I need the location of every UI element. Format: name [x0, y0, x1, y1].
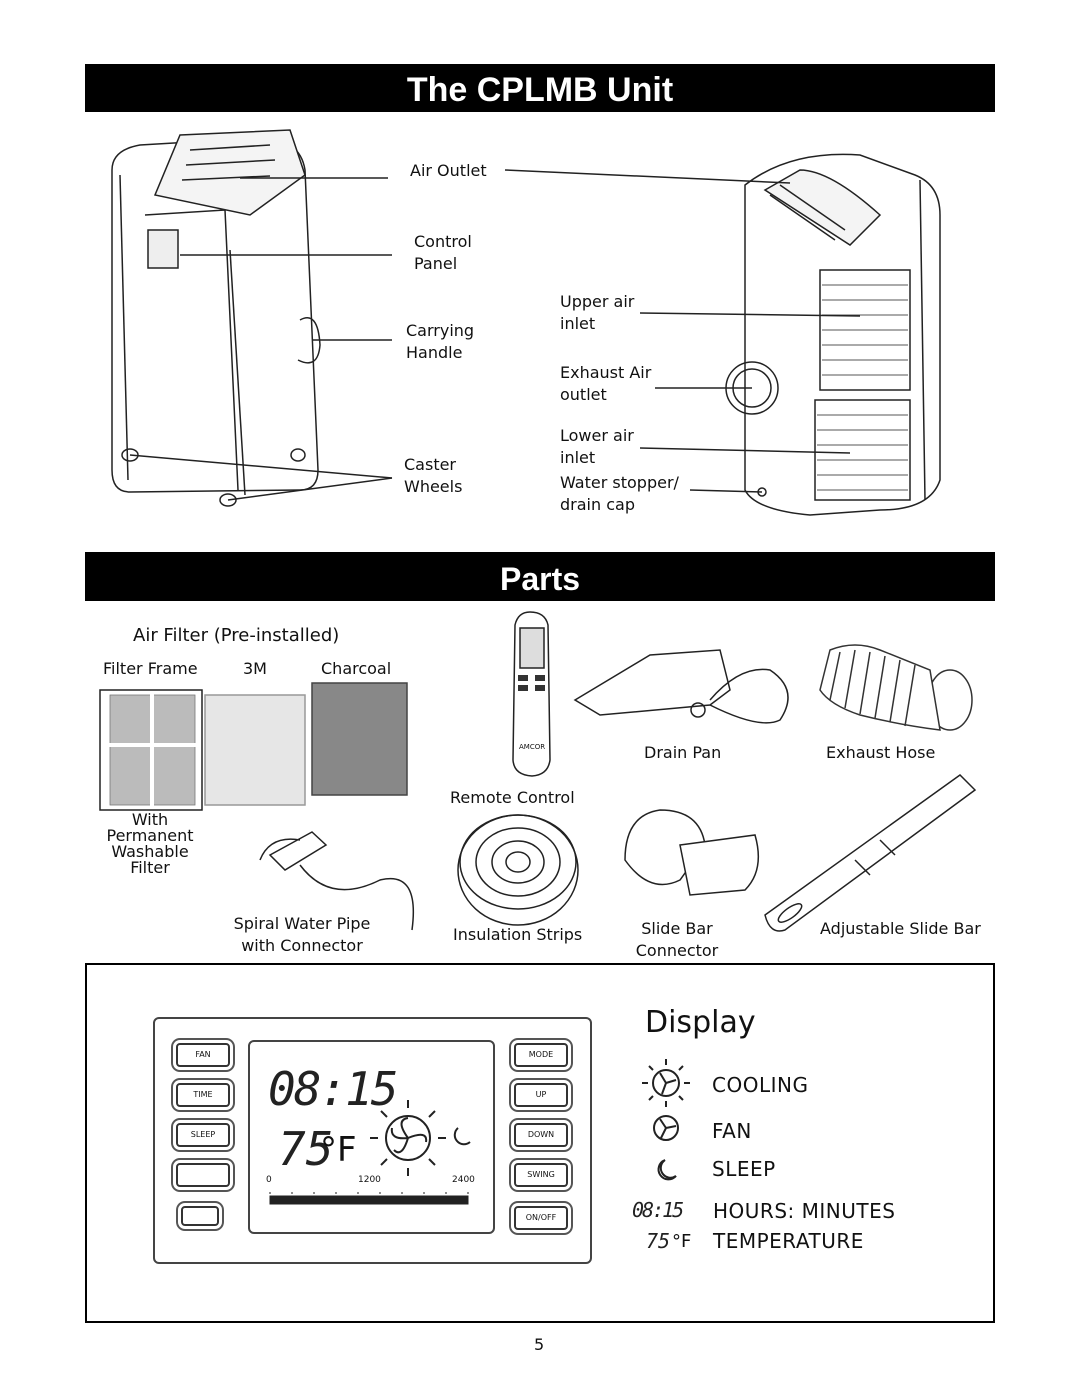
label-drain-pan: Drain Pan [644, 743, 722, 762]
fan-button[interactable]: FAN [176, 1043, 230, 1067]
mode-button[interactable]: MODE [514, 1043, 568, 1067]
label-filter-frame: Filter Frame [103, 659, 198, 678]
legend-temperature: TEMPERATURE [713, 1229, 864, 1253]
lcd-scale-0: 0 [266, 1175, 272, 1185]
lcd-scale-1200: 1200 [358, 1175, 381, 1185]
down-button[interactable]: DOWN [514, 1123, 568, 1147]
page-number: 5 [534, 1335, 545, 1354]
legend-time-sample: 08:15 [632, 1198, 684, 1222]
label-filter-charcoal: Charcoal [321, 659, 392, 678]
label-insulation-strips: Insulation Strips [453, 925, 583, 944]
label-exhaust-hose: Exhaust Hose [826, 743, 936, 762]
air-filter-title: Air Filter (Pre-installed) [133, 625, 340, 646]
label-air-outlet: Air Outlet [410, 161, 487, 180]
on-off-button[interactable]: ON/OFF [514, 1206, 568, 1230]
lcd-temp: 75 [278, 1122, 334, 1176]
lcd-temp-unit: °F [320, 1130, 357, 1170]
legend-sleep: SLEEP [712, 1157, 776, 1181]
label-filter-3m: 3M [243, 659, 267, 678]
display-panel [85, 963, 995, 1323]
legend-fan: FAN [712, 1119, 752, 1143]
legend-cooling: COOLING [712, 1073, 809, 1097]
remote-brand: AMCOR [519, 743, 546, 751]
lcd-time: 08:15 [268, 1062, 398, 1116]
display-title: Display [645, 1005, 756, 1040]
label-remote-control: Remote Control [450, 788, 575, 807]
parts-title: Parts [85, 552, 995, 601]
blank-button[interactable] [176, 1163, 230, 1187]
swing-button[interactable]: SWING [514, 1163, 568, 1187]
time-button[interactable]: TIME [176, 1083, 230, 1107]
lcd-scale-2400: 2400 [452, 1175, 475, 1185]
legend-temp-sample: 75 [646, 1229, 671, 1253]
legend-hours-minutes: HOURS: MINUTES [713, 1199, 896, 1223]
label-adjustable-slide-bar: Adjustable Slide Bar [820, 919, 981, 938]
unit-title: The CPLMB Unit [85, 64, 995, 112]
up-button[interactable]: UP [514, 1083, 568, 1107]
sleep-button[interactable]: SLEEP [176, 1123, 230, 1147]
power-indicator-button[interactable] [181, 1206, 219, 1226]
label-water-stopper: Water stopper/drain cap [560, 473, 679, 514]
legend-temp-unit: °F [672, 1231, 692, 1252]
